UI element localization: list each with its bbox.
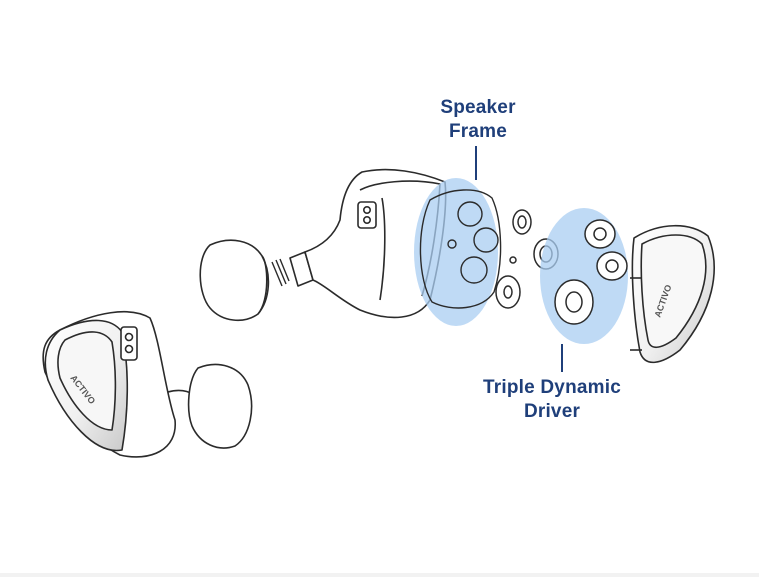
driver-top	[584, 219, 616, 249]
speaker-frame-label-line1: Speaker	[440, 97, 516, 118]
triple-dynamic-driver	[540, 208, 628, 344]
speaker-frame-highlight	[414, 178, 498, 326]
eartip	[199, 239, 270, 321]
filter-spring	[271, 258, 290, 287]
driver-label-line1: Triple Dynamic	[483, 377, 621, 398]
faceplate: ACTIVO	[630, 224, 715, 364]
connector-pin-bottom	[124, 344, 134, 354]
speaker-frame	[414, 178, 502, 326]
assembled-earphone: ACTIVO	[42, 311, 253, 458]
assembled-eartip	[187, 363, 253, 449]
speaker-frame-label: Speaker Frame	[418, 96, 538, 144]
speaker-frame-label-line2: Frame	[448, 121, 508, 142]
triple-dynamic-driver-label: Triple Dynamic Driver	[462, 376, 642, 424]
driver-right	[596, 251, 628, 281]
bottom-strip	[0, 573, 759, 577]
connector-pin-top	[124, 332, 134, 342]
driver-label-line2: Driver	[523, 401, 581, 422]
driver-bottom	[554, 279, 594, 325]
